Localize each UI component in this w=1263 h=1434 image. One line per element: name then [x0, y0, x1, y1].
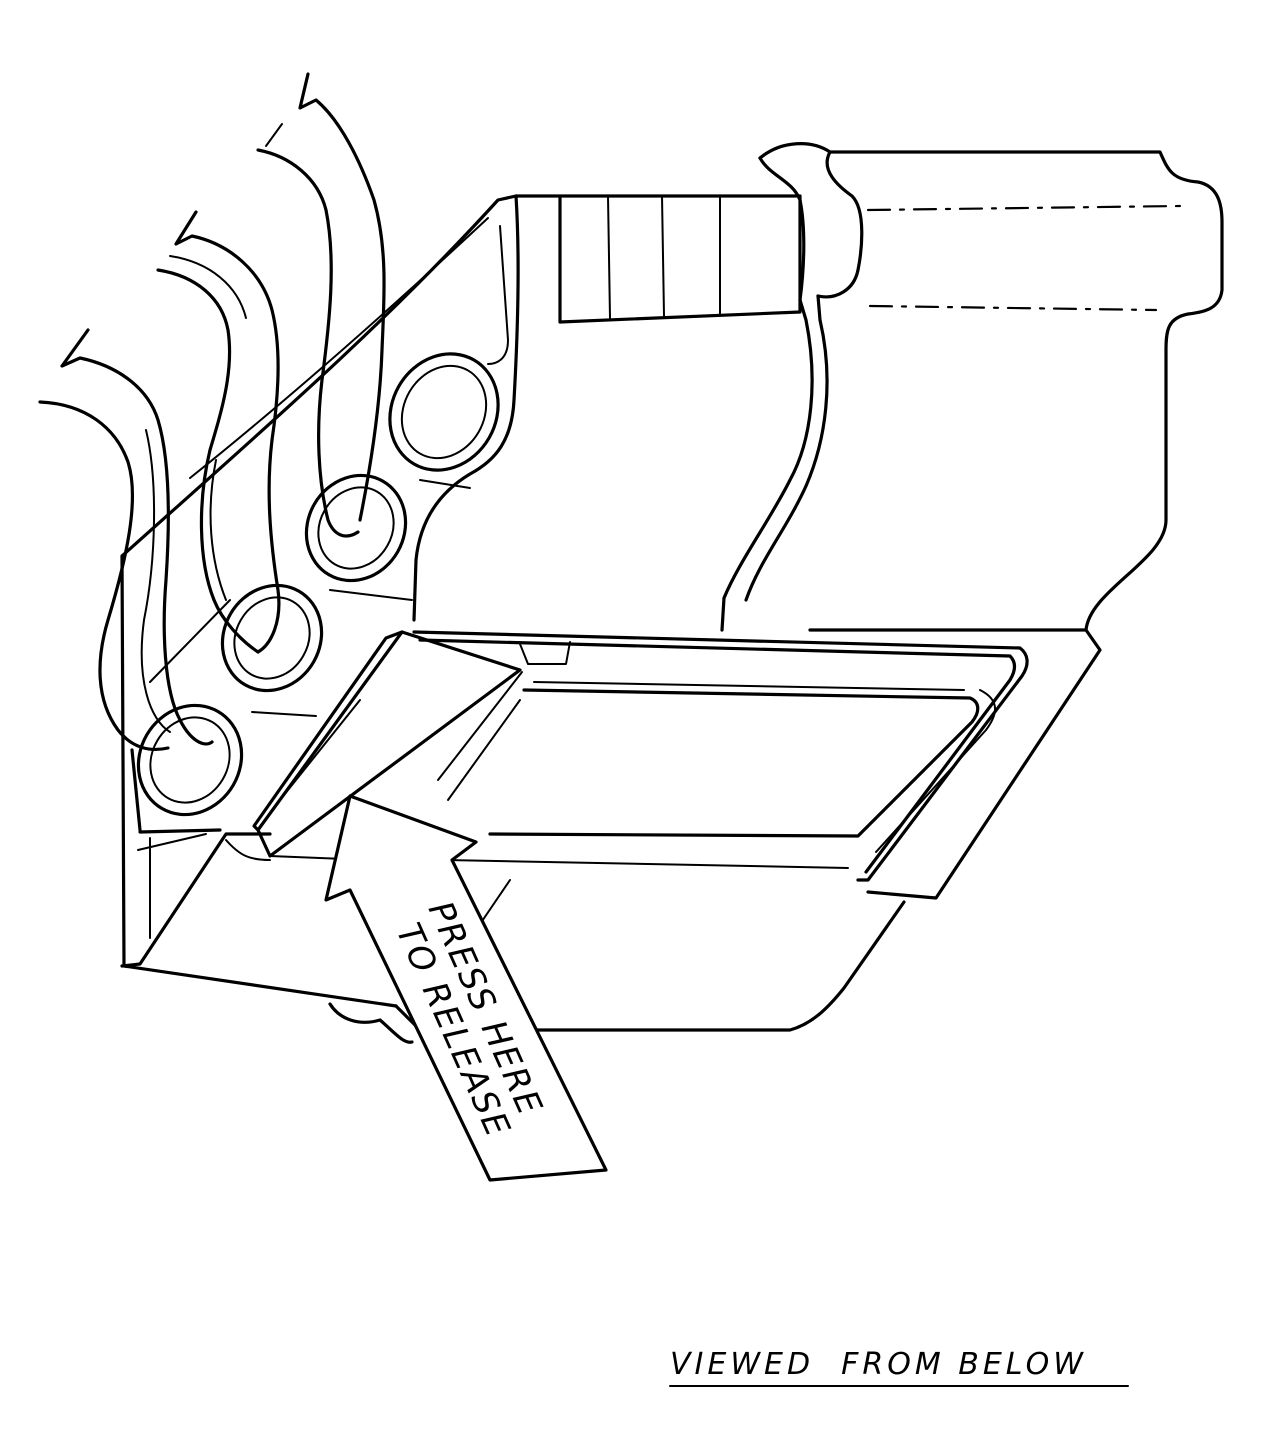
connector-housing: [514, 142, 1224, 632]
wires: [38, 72, 386, 752]
release-tab: [252, 628, 1102, 900]
caption-text: VIEWED FROM BELOW: [670, 1347, 1087, 1382]
press-here-arrow: PRESS HERE TO RELEASE: [324, 794, 608, 1182]
wire-grommets: [136, 352, 500, 817]
connector-body: [120, 194, 906, 1044]
caption: VIEWED FROM BELOW: [669, 1347, 1129, 1387]
